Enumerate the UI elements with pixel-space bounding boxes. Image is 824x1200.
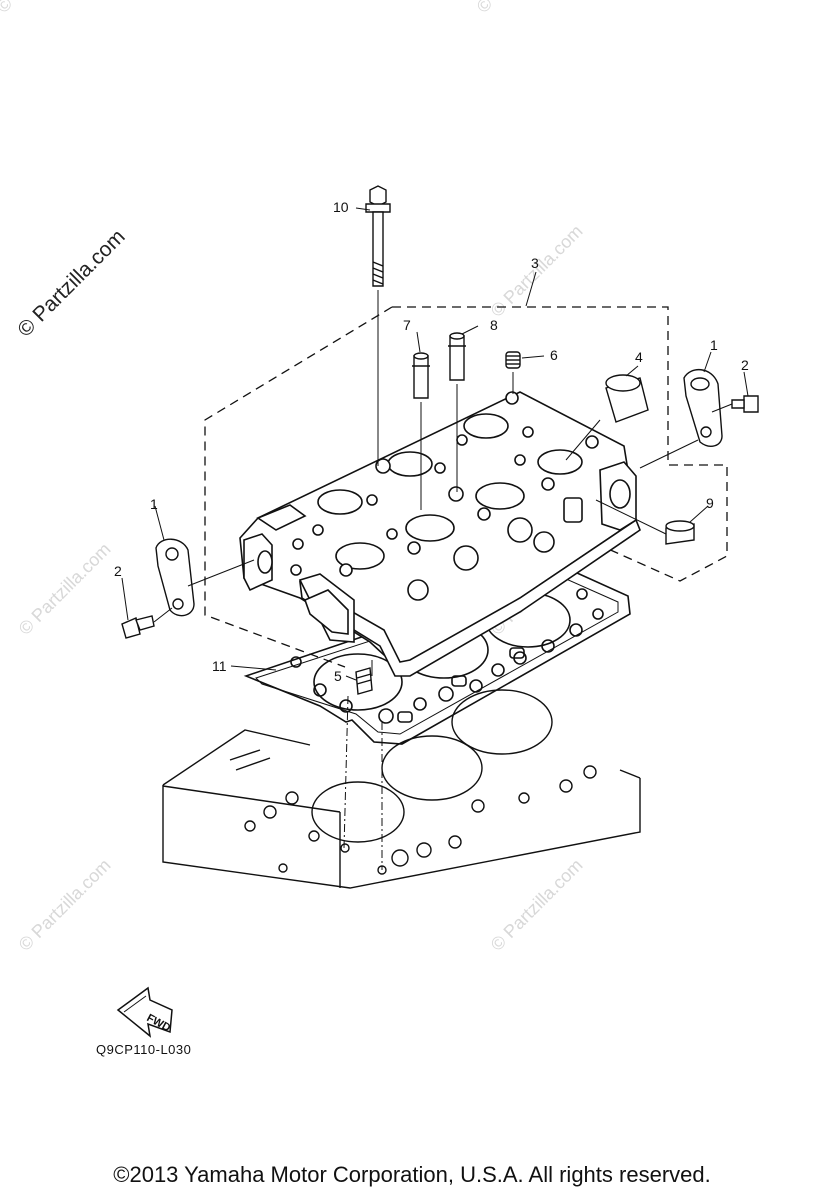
left-bracket-plate bbox=[156, 539, 254, 615]
callout-2-left: 2 bbox=[114, 563, 122, 579]
callout-1-right: 1 bbox=[710, 337, 718, 353]
leader-lines bbox=[122, 208, 748, 680]
alignment-lines bbox=[344, 696, 382, 870]
callout-11: 11 bbox=[212, 658, 227, 674]
forward-arrow-icon: FWD bbox=[118, 988, 172, 1036]
watermark-main: © Partzilla.com bbox=[13, 225, 129, 341]
callout-4: 4 bbox=[635, 349, 643, 365]
diagram-code: Q9CP110-L030 bbox=[96, 1042, 192, 1057]
callout-labels: 10 3 7 8 6 4 1 2 9 1 2 11 5 bbox=[114, 199, 749, 684]
plug-part bbox=[506, 352, 520, 394]
head-bolt bbox=[366, 186, 390, 466]
callout-6: 6 bbox=[550, 347, 558, 363]
cap-part bbox=[566, 375, 648, 460]
dowel-pin bbox=[356, 660, 372, 694]
callout-1-left: 1 bbox=[150, 496, 158, 512]
callout-10: 10 bbox=[333, 199, 349, 215]
cylinder-head bbox=[240, 392, 640, 676]
engine-block bbox=[163, 690, 640, 888]
copyright-notice: ©2013 Yamaha Motor Corporation, U.S.A. A… bbox=[113, 1162, 711, 1187]
watermark-faint: © Partzilla.com bbox=[487, 855, 587, 955]
right-bolt bbox=[712, 396, 758, 412]
small-cap-part bbox=[596, 500, 694, 544]
right-bracket-plate bbox=[640, 370, 722, 468]
assembly-boundary bbox=[205, 307, 727, 667]
watermark-faint: © Partzilla.com bbox=[15, 539, 115, 639]
callout-9: 9 bbox=[706, 495, 714, 511]
callout-3: 3 bbox=[531, 255, 539, 271]
callout-8: 8 bbox=[490, 317, 498, 333]
watermark-faint: © Partzilla.com bbox=[0, 0, 93, 17]
watermark-faint: © Partzilla.com bbox=[15, 855, 115, 955]
callout-5: 5 bbox=[334, 668, 342, 684]
watermark-faint: © Partzilla.com bbox=[473, 0, 573, 17]
callout-2-right: 2 bbox=[741, 357, 749, 373]
valve-guides bbox=[412, 333, 466, 510]
left-bolt bbox=[122, 608, 172, 638]
callout-7: 7 bbox=[403, 317, 411, 333]
